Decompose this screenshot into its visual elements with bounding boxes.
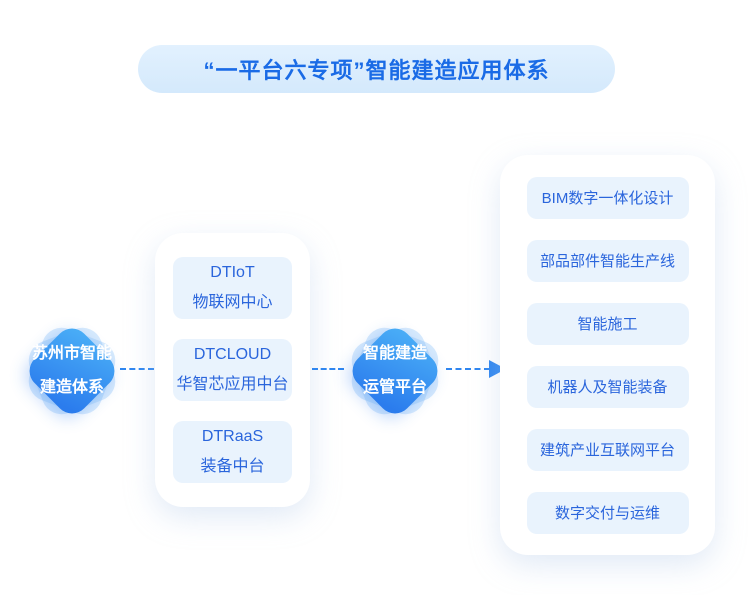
chip-bim-design: BIM数字一体化设计 xyxy=(526,176,689,219)
chip-dtiot: DTIoT 物联网中心 xyxy=(173,257,292,319)
chip-digital-delivery: 数字交付与运维 xyxy=(526,491,689,534)
chip-title: DTRaaS xyxy=(201,428,264,446)
dashed-connector xyxy=(312,368,344,370)
dashed-connector xyxy=(446,368,490,370)
chip-label: 数字交付与运维 xyxy=(554,505,660,522)
chip-smart-construction: 智能施工 xyxy=(526,302,689,345)
chip-dtraas: DTRaaS 装备中台 xyxy=(173,421,292,483)
chip-label: 智能施工 xyxy=(577,316,638,333)
title-banner: “一平台六专项”智能建造应用体系 xyxy=(138,45,615,93)
dashed-connector xyxy=(120,368,154,370)
node-suzhou-system: 苏州市智能 建造体系 xyxy=(17,316,127,426)
node-label-line1: 苏州市智能 xyxy=(31,345,112,363)
node-label-line1: 智能建造 xyxy=(362,345,427,363)
chip-title: DTCLOUD xyxy=(193,346,272,364)
chip-label: BIM数字一体化设计 xyxy=(541,190,674,207)
page-title: “一平台六专项”智能建造应用体系 xyxy=(203,58,550,83)
chip-label: 部品部件智能生产线 xyxy=(539,253,675,270)
chip-smart-production-line: 部品部件智能生产线 xyxy=(526,239,689,282)
node-operation-platform: 智能建造 运管平台 xyxy=(340,316,450,426)
chip-label: 机器人及智能装备 xyxy=(547,379,668,396)
node-label: 智能建造 运管平台 xyxy=(340,316,450,426)
chip-title: DTIoT xyxy=(210,264,255,282)
chip-industry-internet: 建筑产业互联网平台 xyxy=(526,428,689,471)
chip-robots-equipment: 机器人及智能装备 xyxy=(526,365,689,408)
chip-dtcloud: DTCLOUD 华智芯应用中台 xyxy=(173,339,292,401)
node-label: 苏州市智能 建造体系 xyxy=(17,316,127,426)
chip-label: 建筑产业互联网平台 xyxy=(539,442,675,459)
chip-subtitle: 物联网中心 xyxy=(192,294,273,311)
chip-subtitle: 装备中台 xyxy=(200,458,265,475)
specials-card: BIM数字一体化设计 部品部件智能生产线 智能施工 机器人及智能装备 建筑产业互… xyxy=(500,155,715,555)
platform-card: DTIoT 物联网中心 DTCLOUD 华智芯应用中台 DTRaaS 装备中台 xyxy=(155,233,310,507)
node-label-line2: 运管平台 xyxy=(362,379,427,396)
chip-subtitle: 华智芯应用中台 xyxy=(176,376,289,393)
node-label-line2: 建造体系 xyxy=(39,379,104,396)
